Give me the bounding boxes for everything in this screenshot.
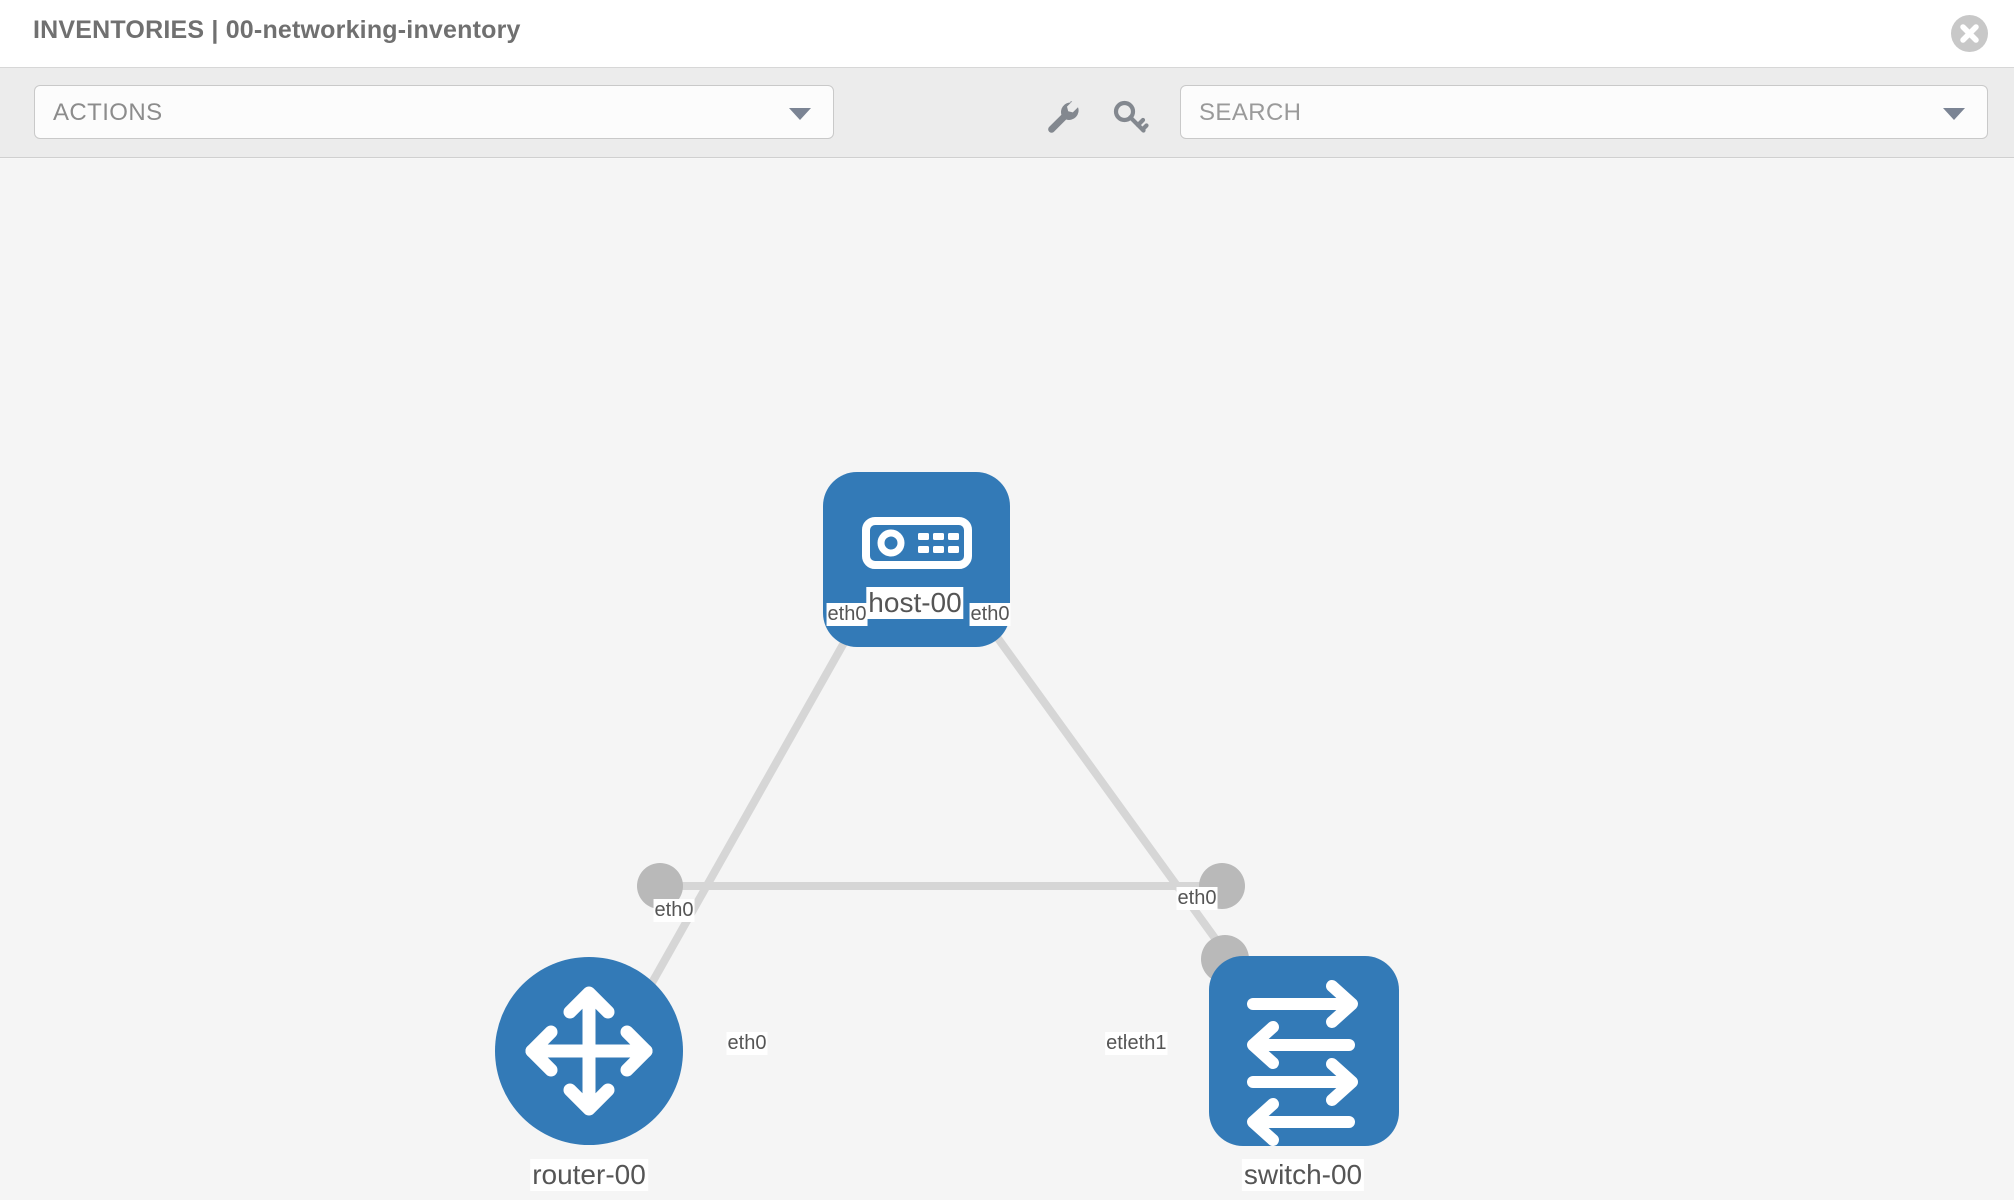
node-switch-00[interactable] bbox=[1209, 956, 1399, 1146]
edge-label: eth1 bbox=[1126, 1032, 1168, 1055]
topology-graph bbox=[495, 472, 1399, 1146]
switch-icon bbox=[1247, 980, 1358, 1146]
wrench-icon[interactable] bbox=[1043, 97, 1083, 137]
actions-dropdown[interactable]: ACTIONS bbox=[34, 85, 834, 139]
page-title: INVENTORIES | 00-networking-inventory bbox=[33, 16, 521, 44]
chevron-down-icon bbox=[789, 108, 811, 120]
search-placeholder: SEARCH bbox=[1199, 99, 1302, 126]
edge-host-router bbox=[636, 577, 884, 1006]
close-icon[interactable] bbox=[1951, 15, 1988, 52]
edge-label: eth0 bbox=[969, 603, 1011, 626]
chevron-down-icon[interactable] bbox=[1943, 108, 1965, 120]
router-icon bbox=[525, 986, 653, 1116]
edge-label: eth0 bbox=[653, 899, 695, 922]
node-router-00[interactable] bbox=[495, 957, 683, 1145]
node-label-router: router-00 bbox=[530, 1159, 648, 1191]
key-icon[interactable] bbox=[1110, 97, 1150, 137]
topology-canvas[interactable]: eth0 eth0 eth0 eth0 eth0 eth eth1 host-0… bbox=[0, 159, 2014, 1200]
edge-label: eth0 bbox=[726, 1032, 768, 1055]
edge-label: eth0 bbox=[1176, 887, 1218, 910]
edge-label: eth0 bbox=[826, 603, 868, 626]
node-label-switch: switch-00 bbox=[1241, 1159, 1365, 1191]
endpoint-router-eth0 bbox=[637, 863, 683, 909]
search-input[interactable]: SEARCH bbox=[1180, 85, 1988, 139]
server-icon bbox=[862, 517, 972, 569]
actions-dropdown-label: ACTIONS bbox=[53, 99, 163, 126]
title-bar: INVENTORIES | 00-networking-inventory bbox=[0, 0, 2014, 68]
node-label-host: host-00 bbox=[866, 587, 964, 619]
